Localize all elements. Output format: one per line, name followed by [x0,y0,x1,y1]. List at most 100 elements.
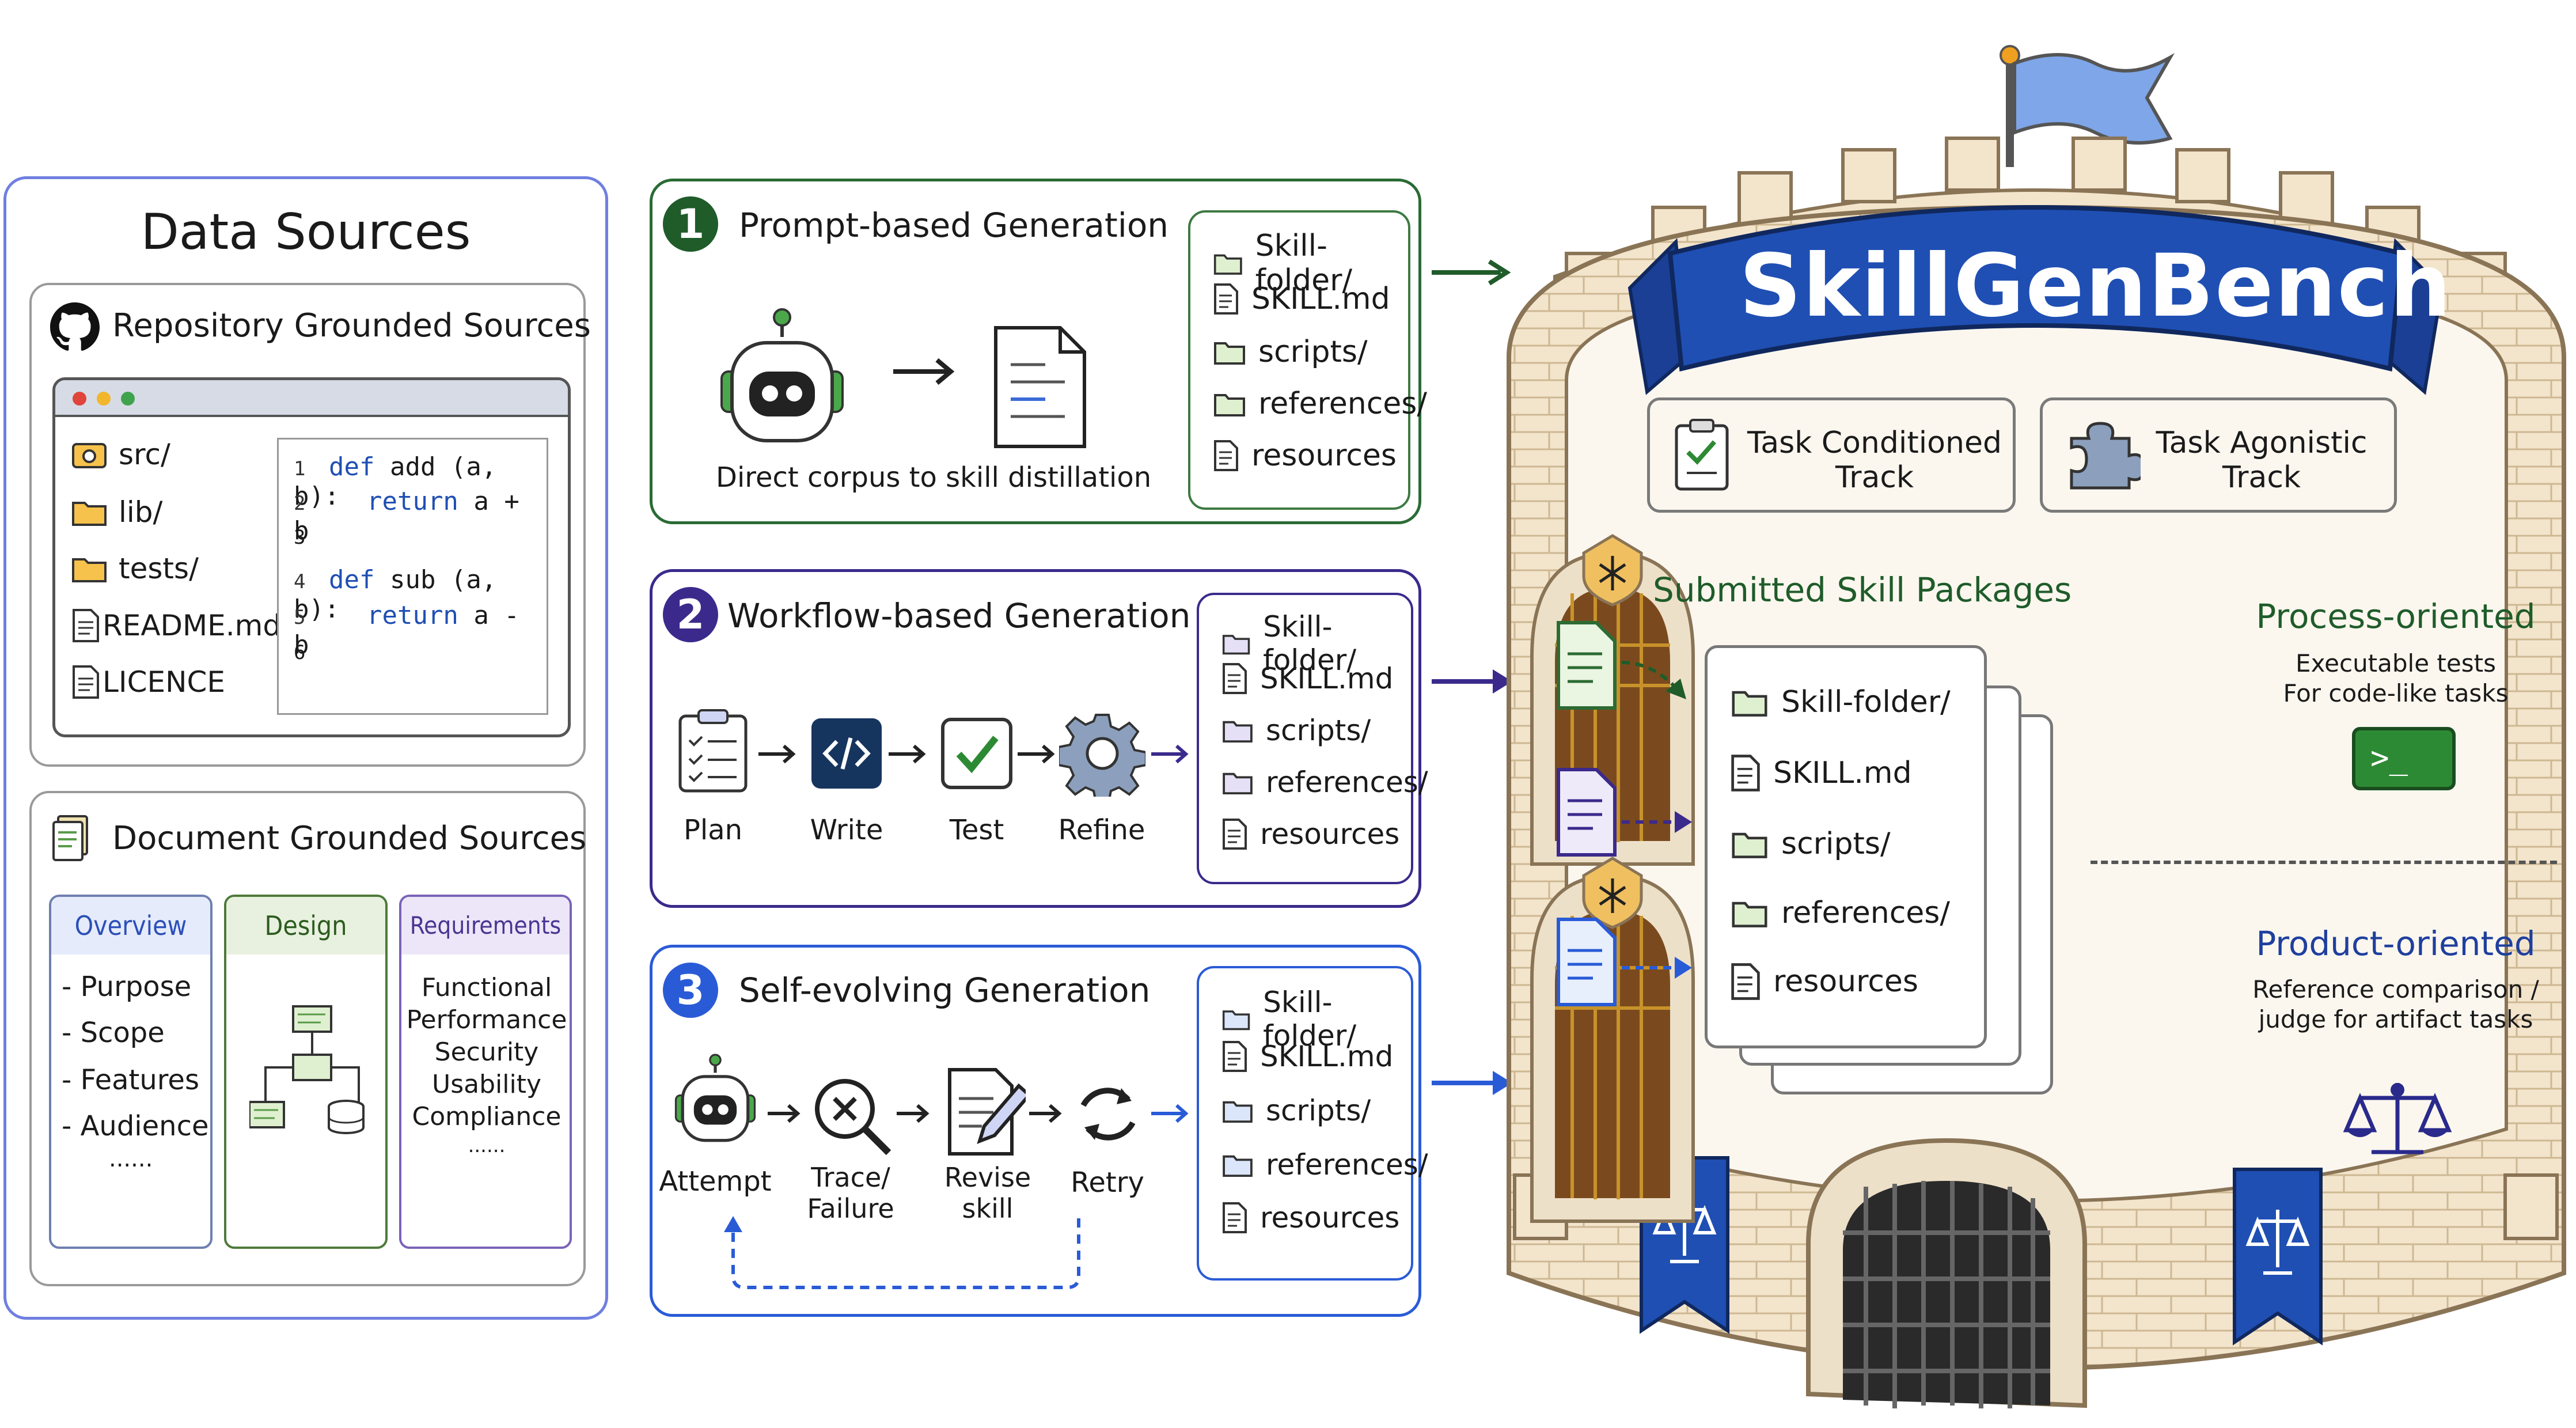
repository-sources-title: Repository Grounded Sources [112,307,591,344]
terminal-prompt: >_ [2370,740,2408,776]
references-folder-item: references/ [1222,766,1428,799]
skill-md-item: SKILL.md [1213,282,1390,316]
data-sources-panel: Data Sources Repository Grounded Sources… [3,176,608,1320]
plan-clipboard-icon [678,709,748,793]
folder-icon [1732,832,1767,858]
folder-icon [72,502,107,526]
product-oriented-desc: Reference comparison / judge for artifac… [2252,975,2539,1033]
requirements-header: Requirements [401,897,570,954]
document-sources-box: Document Grounded Sources Overview - Pur… [29,791,586,1286]
clipboard-check-icon [1675,419,1729,491]
step-number-badge: 2 [663,587,718,642]
skill-md-item: SKILL.md [1222,662,1393,695]
code-pane: 1 def add (a, b): 2 return a + b 3 4 def… [277,438,548,715]
skill-folder-item: Skill-folder/ [1222,610,1411,677]
overview-item: - Features [62,1064,199,1096]
repository-sources-box: Repository Grounded Sources src/ lib/ [29,283,591,767]
arrow-right-icon [768,1104,801,1123]
scales-icon [2343,1083,2452,1154]
arrow-right-icon [1029,1104,1062,1123]
method-workflow-panel: 2 Workflow-based Generation Plan Write T… [650,569,1428,908]
resources-item: resources [1731,963,1918,1001]
submitted-packages-title: Submitted Skill Packages [1653,570,2072,609]
task-agnostic-track-card[interactable]: Task Agonistic Track [2040,397,2397,513]
purple-document-icon [1557,768,1617,857]
close-dot-icon [73,392,86,406]
resources-item: resources [1222,1201,1399,1234]
requirements-card: Requirements Functional Performance Secu… [399,895,572,1249]
folder-icon [1732,691,1767,717]
scripts-folder-item: scripts/ [1213,335,1368,369]
references-folder-item: references/ [1222,1148,1428,1181]
code-line: 5 return a - b [294,601,519,660]
design-flowchart-icon [249,1005,365,1135]
arrow-right-icon [889,744,926,764]
document-icon [1731,755,1760,791]
step-number-badge: 1 [663,196,718,252]
overview-item: - Purpose [62,971,192,1003]
process-oriented-desc: Executable tests For code-like tasks [2283,649,2509,707]
code-line: 6 [294,641,306,664]
skill-md-item: SKILL.md [1222,1040,1393,1073]
evolve-step-label: Attempt [659,1165,772,1198]
puzzle-piece-icon [2070,422,2141,490]
step-number-badge: 3 [663,963,718,1018]
arrow-right-icon [758,744,796,764]
skill-file-list: Skill-folder/ SKILL.md scripts/ referenc… [1197,966,1428,1281]
evaluation-divider [2091,861,2557,864]
folder-icon [1223,721,1253,743]
folder-icon [1214,394,1245,416]
folder-icon [1223,772,1253,795]
magnifier-failure-icon [815,1079,891,1156]
document-icon [73,665,99,699]
repo-file-item: README.md [71,608,281,643]
arrow-to-benchmark-1 [1432,259,1511,286]
document-icon [1214,440,1238,471]
code-line: 1 def add (a, b): [294,452,497,511]
folder-icon [1213,254,1242,275]
resources-item: resources [1222,817,1399,851]
task-conditioned-track-card[interactable]: Task Conditioned Track [1647,397,2016,513]
requirement-item: Performance [406,1005,567,1035]
dashed-arrow-icon [1621,661,1686,699]
method-caption: Direct corpus to skill distillation [716,461,1152,494]
method-self-evolving-panel: 3 Self-evolving Generation Attempt Trace… [650,945,1428,1317]
code-line: 2 return a + b [294,487,519,546]
skill-file-list: Skill-folder/ SKILL.md scripts/ referenc… [1197,593,1428,884]
workflow-step-label: Plan [683,814,743,846]
folder-icon [1222,1010,1250,1031]
folder-icon [1732,902,1767,927]
document-sources-title: Document Grounded Sources [112,820,587,857]
overview-item: - Audience [62,1110,209,1142]
method-prompt-panel: 1 Prompt-based Generation Direct corpus … [650,179,1427,524]
references-folder-item: references/ [1731,896,1950,930]
code-line: 4 def sub (a, b): [294,565,497,624]
github-icon [50,302,100,351]
robot-icon [720,308,844,442]
document-icon [73,609,99,642]
document-icon [1731,963,1760,1000]
retry-cycle-icon [1080,1088,1136,1141]
revise-document-icon [948,1068,1026,1156]
repo-file-item: tests/ [71,552,199,585]
resources-item: resources [1213,438,1397,473]
skill-folder-item: Skill-folder/ [1731,685,1951,719]
data-sources-title: Data Sources [141,203,471,261]
design-header: Design [226,897,385,954]
overview-header: Overview [51,897,210,954]
workflow-step-label: Test [949,814,1004,846]
track-label: Task Agonistic Track [2156,426,2368,495]
evolve-step-label: Revise skill [944,1162,1031,1224]
arrow-right-icon [897,1104,930,1123]
scripts-folder-item: scripts/ [1731,827,1891,861]
design-card: Design [224,895,388,1249]
source-folder-icon [72,443,107,468]
workflow-step-label: Refine [1058,814,1145,846]
method-title: Prompt-based Generation [739,206,1169,245]
track-label: Task Conditioned Track [1747,426,2002,495]
requirement-item: Functional [421,973,552,1002]
evolve-step-label: Retry [1071,1166,1144,1199]
dashed-arrow-icon [1622,957,1692,979]
terminal-icon: >_ [2352,727,2456,790]
skill-folder-item: Skill-folder/ [1222,986,1411,1052]
